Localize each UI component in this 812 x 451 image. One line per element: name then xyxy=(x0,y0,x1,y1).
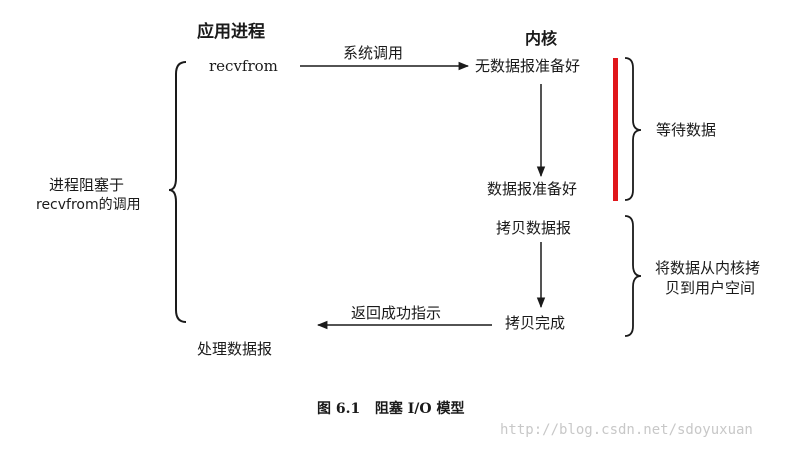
blocked-line2: recvfrom的调用 xyxy=(36,197,141,213)
wait-for-data-label: 等待数据 xyxy=(656,121,717,139)
figure-caption: 图 6.1 阻塞 I/O 模型 xyxy=(317,401,465,417)
datagram-ready-label: 数据报准备好 xyxy=(487,180,578,198)
wait-bar xyxy=(613,58,618,201)
blocked-line1: 进程阻塞于 xyxy=(49,176,125,194)
syscall-label: 系统调用 xyxy=(343,44,404,62)
process-datagram-label: 处理数据报 xyxy=(197,340,273,358)
copy-datagram-label: 拷贝数据报 xyxy=(496,219,572,237)
copy-desc-line1: 将数据从内核拷 xyxy=(655,259,761,277)
wait-brace xyxy=(624,57,642,201)
left-brace xyxy=(168,61,187,323)
no-datagram-ready-label: 无数据报准备好 xyxy=(475,57,581,75)
copy-desc-line2: 贝到用户空间 xyxy=(665,279,756,297)
kernel-header: 内核 xyxy=(525,29,558,48)
return-label: 返回成功指示 xyxy=(351,304,442,322)
copy-complete-label: 拷贝完成 xyxy=(505,314,566,332)
watermark-url: http://blog.csdn.net/sdoyuxuan xyxy=(500,422,753,438)
recvfrom-label: recvfrom xyxy=(209,57,278,75)
app-process-header: 应用进程 xyxy=(197,22,265,42)
copy-brace xyxy=(624,215,642,337)
